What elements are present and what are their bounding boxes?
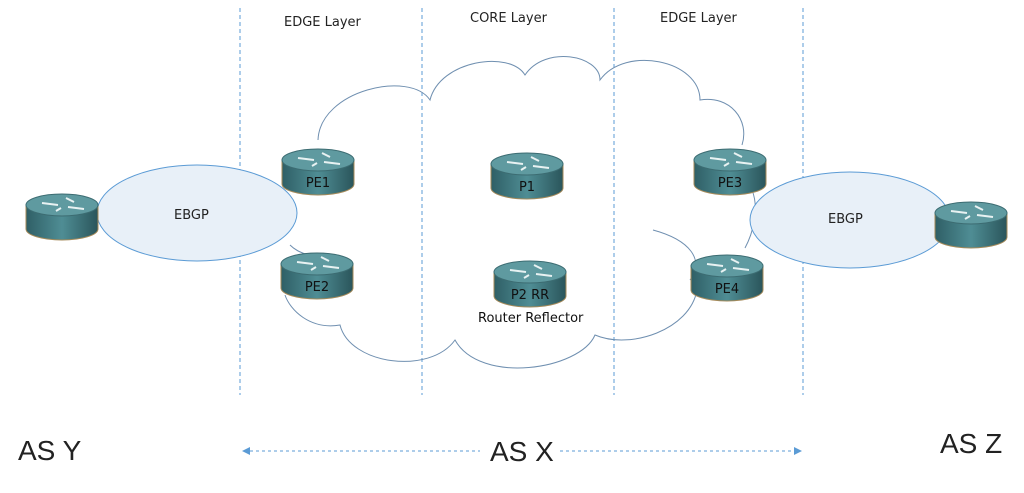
layer-label-core: CORE Layer: [470, 11, 548, 26]
router-arrows-icon: [706, 258, 750, 273]
layer-label-edge-left: EDGE Layer: [284, 15, 362, 30]
as-z-label: AS Z: [940, 428, 1002, 459]
router-arrows-icon: [709, 152, 753, 167]
router-arrows-icon: [41, 197, 85, 212]
svg-text:EBGP: EBGP: [174, 208, 209, 223]
router-label: P1: [519, 180, 535, 195]
svg-text:EBGP: EBGP: [828, 212, 863, 227]
router-label: PE2: [305, 280, 329, 295]
ebgp-session-right: EBGP: [749, 171, 951, 269]
as-x-label: AS X: [490, 436, 554, 467]
router-pe4: PE4: [690, 254, 764, 302]
layer-label-edge-right: EDGE Layer: [660, 11, 738, 26]
router-arrows-icon: [509, 264, 553, 279]
router-as-y-router: [25, 193, 99, 241]
as-y-label: AS Y: [18, 435, 82, 466]
router-arrows-icon: [296, 256, 340, 271]
router-pe2: PE2: [280, 252, 354, 300]
router-label: P2 RR: [511, 288, 549, 303]
router-pe3: PE3: [693, 148, 767, 196]
layer-dividers: [239, 8, 804, 395]
router-label: PE4: [715, 282, 739, 297]
router-label: PE3: [718, 176, 742, 191]
router-p1: P1: [490, 152, 564, 200]
router-as-z-router: [934, 201, 1008, 249]
router-arrows-icon: [950, 205, 994, 220]
router-reflector-caption: Router Reflector: [478, 311, 584, 326]
router-arrows-icon: [297, 152, 341, 167]
ebgp-session-left: EBGP: [96, 164, 298, 262]
router-arrows-icon: [506, 156, 550, 171]
router-label: PE1: [306, 176, 330, 191]
router-p2rr: P2 RR: [493, 260, 567, 308]
router-pe1: PE1: [281, 148, 355, 196]
